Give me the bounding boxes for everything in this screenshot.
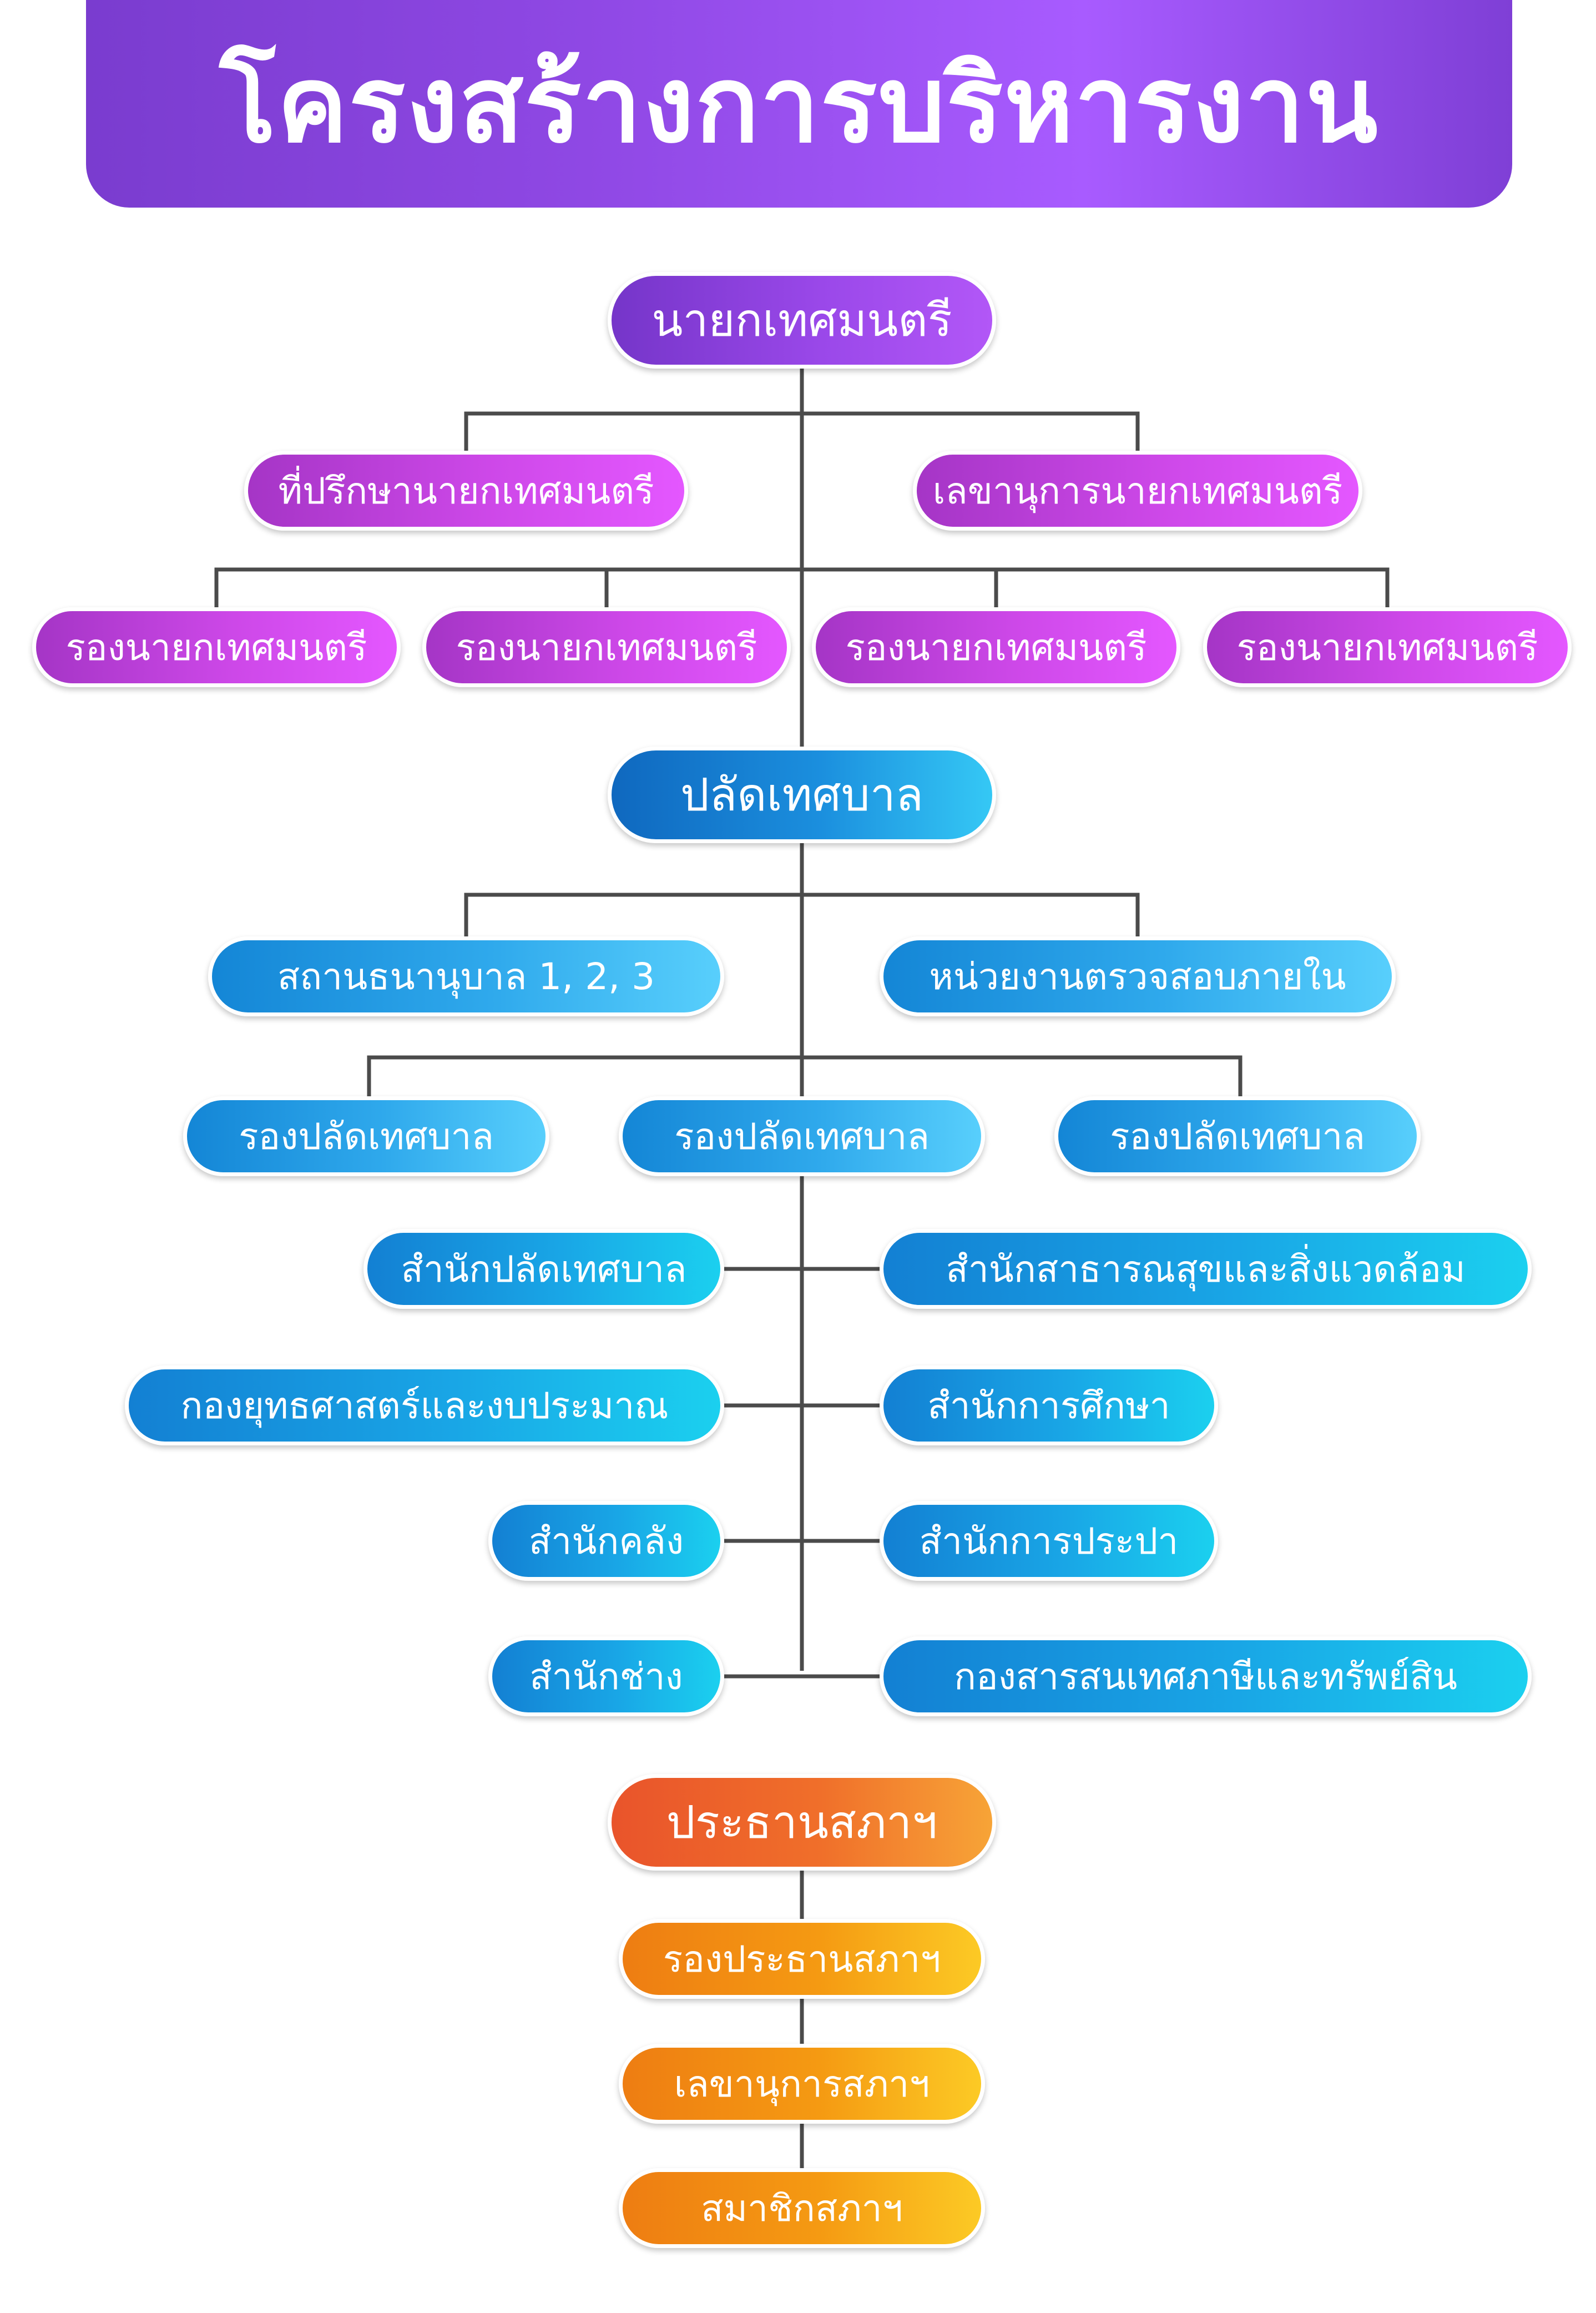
title-banner: โครงสร้างการบริหารงาน xyxy=(86,0,1512,208)
node-council-secretary-label: เลขานุการสภาฯ xyxy=(674,2062,930,2105)
node-mayor-secretary[interactable]: เลขานุการนายกเทศมนตรี xyxy=(913,451,1362,531)
node-council-members-label: สมาชิกสภาฯ xyxy=(701,2186,903,2230)
node-mayor-advisor-label: ที่ปรึกษานายกเทศมนตรี xyxy=(278,469,654,512)
node-treasury-office-label: สำนักคลัง xyxy=(528,1519,684,1563)
node-waterworks-office-label: สำนักการประปา xyxy=(919,1519,1179,1563)
node-deputy-clerk-3[interactable]: รองปลัดเทศบาล xyxy=(1054,1096,1421,1176)
node-mayor[interactable]: นายกเทศมนตรี xyxy=(608,272,996,369)
node-council-vice-president[interactable]: รองประธานสภาฯ xyxy=(619,1919,985,1999)
node-mayor-advisor[interactable]: ที่ปรึกษานายกเทศมนตรี xyxy=(244,451,688,531)
node-deputy-mayor-2-label: รองนายกเทศมนตรี xyxy=(456,626,757,669)
node-engineering-office[interactable]: สำนักช่าง xyxy=(488,1636,724,1716)
node-deputy-mayor-1-label: รองนายกเทศมนตรี xyxy=(65,626,367,669)
node-mayor-secretary-label: เลขานุการนายกเทศมนตรี xyxy=(932,469,1343,512)
node-education-office-label: สำนักการศึกษา xyxy=(927,1384,1170,1427)
node-pawnshop-label: สถานธนานุบาล 1, 2, 3 xyxy=(277,955,655,998)
page-title: โครงสร้างการบริหารงาน xyxy=(219,43,1379,166)
node-deputy-mayor-1[interactable]: รองนายกเทศมนตรี xyxy=(32,607,401,687)
node-public-health-office-label: สำนักสาธารณสุขและสิ่งแวดล้อม xyxy=(946,1247,1466,1291)
node-deputy-mayor-3-label: รองนายกเทศมนตรี xyxy=(845,626,1147,669)
connector-deputy-mayors xyxy=(214,567,1390,607)
node-deputy-clerk-2[interactable]: รองปลัดเทศบาล xyxy=(619,1096,985,1176)
node-strategy-budget-division[interactable]: กองยุทธศาสตร์และงบประมาณ xyxy=(125,1365,724,1445)
node-deputy-mayor-4-label: รองนายกเทศมนตรี xyxy=(1236,626,1538,669)
node-treasury-office[interactable]: สำนักคลัง xyxy=(488,1501,724,1581)
node-clerk-office-label: สำนักปลัดเทศบาล xyxy=(401,1247,687,1291)
connector-deputy-clerks xyxy=(367,1055,1243,1096)
node-deputy-clerk-3-label: รองปลัดเทศบาล xyxy=(1110,1115,1365,1158)
node-clerk-office[interactable]: สำนักปลัดเทศบาล xyxy=(363,1229,724,1309)
node-council-president-label: ประธานสภาฯ xyxy=(666,1796,938,1849)
node-deputy-mayor-4[interactable]: รองนายกเทศมนตรี xyxy=(1203,607,1572,687)
node-deputy-clerk-1[interactable]: รองปลัดเทศบาล xyxy=(183,1096,549,1176)
node-municipal-clerk-label: ปลัดเทศบาล xyxy=(680,769,924,822)
node-deputy-clerk-2-label: รองปลัดเทศบาล xyxy=(674,1115,930,1158)
node-engineering-office-label: สำนักช่าง xyxy=(529,1655,683,1698)
node-mayor-label: นายกเทศมนตรี xyxy=(651,294,952,347)
node-tax-information-division-label: กองสารสนเทศภาษีและทรัพย์สิน xyxy=(953,1655,1458,1698)
connector-advisor-secretary xyxy=(464,411,1140,451)
node-municipal-clerk[interactable]: ปลัดเทศบาล xyxy=(608,747,996,843)
node-internal-audit-label: หน่วยงานตรวจสอบภายใน xyxy=(929,955,1346,998)
node-council-vice-president-label: รองประธานสภาฯ xyxy=(663,1937,941,1981)
node-council-president[interactable]: ประธานสภาฯ xyxy=(608,1774,996,1871)
node-strategy-budget-division-label: กองยุทธศาสตร์และงบประมาณ xyxy=(180,1384,669,1427)
node-deputy-mayor-3[interactable]: รองนายกเทศมนตรี xyxy=(812,607,1180,687)
node-internal-audit[interactable]: หน่วยงานตรวจสอบภายใน xyxy=(880,936,1396,1016)
node-deputy-clerk-1-label: รองปลัดเทศบาล xyxy=(239,1115,494,1158)
node-council-secretary[interactable]: เลขานุการสภาฯ xyxy=(619,2044,985,2124)
connector-nursery-audit xyxy=(464,893,1140,936)
node-public-health-office[interactable]: สำนักสาธารณสุขและสิ่งแวดล้อม xyxy=(880,1229,1532,1309)
node-tax-information-division[interactable]: กองสารสนเทศภาษีและทรัพย์สิน xyxy=(880,1636,1532,1716)
node-pawnshop[interactable]: สถานธนานุบาล 1, 2, 3 xyxy=(208,936,724,1016)
node-council-members[interactable]: สมาชิกสภาฯ xyxy=(619,2168,985,2248)
node-education-office[interactable]: สำนักการศึกษา xyxy=(880,1365,1218,1445)
node-deputy-mayor-2[interactable]: รองนายกเทศมนตรี xyxy=(422,607,791,687)
node-waterworks-office[interactable]: สำนักการประปา xyxy=(880,1501,1218,1581)
